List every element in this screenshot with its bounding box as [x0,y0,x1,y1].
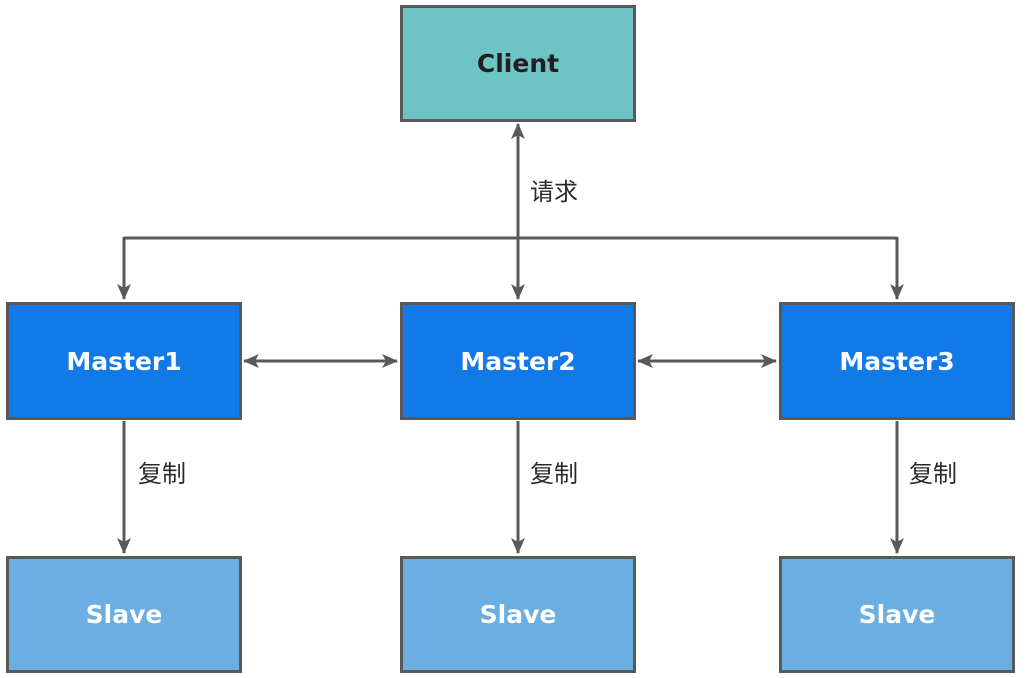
request-edge-label: 请求 [530,178,578,206]
client-label: Client [476,49,560,78]
slave3-label: Slave [858,600,936,629]
master1-node: Master1 [6,302,242,420]
master3-node: Master3 [779,302,1015,420]
replication-edge-label-1: 复制 [138,460,186,488]
slave2-label: Slave [479,600,557,629]
replication-edge-label-3: 复制 [909,460,957,488]
slave2-node: Slave [400,556,636,673]
master2-label: Master2 [460,346,576,376]
replication-edge-label-2: 复制 [530,460,578,488]
master3-label: Master3 [839,346,955,376]
master1-label: Master1 [66,346,182,376]
slave1-label: Slave [85,600,163,629]
slave3-node: Slave [779,556,1015,673]
master2-node: Master2 [400,302,636,420]
slave1-node: Slave [6,556,242,673]
client-node: Client [400,5,636,122]
